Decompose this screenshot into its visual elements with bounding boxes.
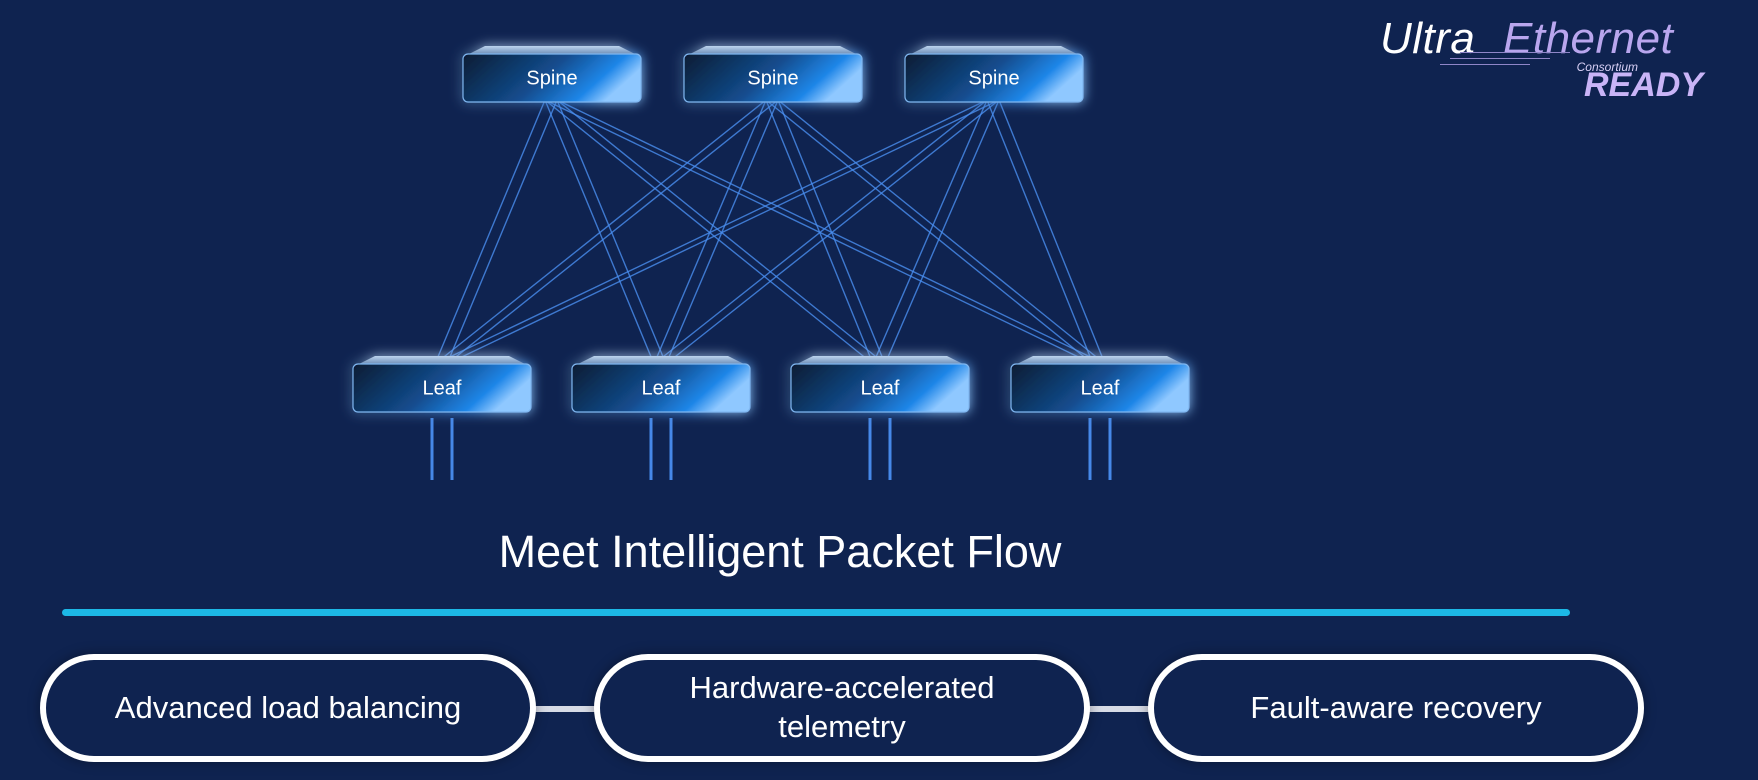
accent-divider (62, 609, 1570, 616)
spine-switch (683, 46, 863, 103)
leaf-switch-label: Leaf (642, 377, 681, 399)
spine-leaf-link (544, 99, 874, 365)
spine-leaf-link (556, 99, 886, 365)
spine-switch (462, 46, 642, 103)
leaf-switch-label: Leaf (1081, 377, 1120, 399)
spine-leaf-link (434, 99, 546, 365)
spine-switch-body (904, 53, 1084, 103)
spine-switch-top (690, 46, 856, 54)
leaf-switch-label: Leaf (861, 377, 900, 399)
logo-streak (1440, 64, 1530, 65)
spine-leaf-link (653, 99, 988, 365)
spine-leaf-link (998, 99, 1106, 365)
leaf-switch (1010, 356, 1190, 413)
headline: Meet Intelligent Packet Flow (498, 526, 1062, 577)
spine-leaf-link (446, 99, 558, 365)
leaf-switch-top (797, 356, 963, 364)
spine-leaf-link (434, 99, 767, 365)
pill-connector (530, 706, 600, 712)
leaf-switch (790, 356, 970, 413)
logo-brand-ethernet: Ethernet (1503, 14, 1674, 63)
ultra-ethernet-logo: Ultra Ethernet Consortium READY (1380, 14, 1730, 114)
feature-pill-fault-recovery: Fault-aware recovery (1148, 654, 1644, 762)
spine-switch-top (469, 46, 635, 54)
spine-switch-label: Spine (526, 67, 577, 89)
spine-leaf-link (446, 99, 1000, 365)
spine-leaf-link (446, 99, 779, 365)
leaf-switch-top (578, 356, 744, 364)
leaf-switch (352, 356, 532, 413)
spine-switch-body (462, 53, 642, 103)
leaf-switch (571, 356, 751, 413)
spine-leaf-link (872, 99, 988, 365)
leaf-switch-body (352, 363, 532, 413)
pill-connector (1084, 706, 1154, 712)
logo-streak (1460, 52, 1570, 53)
spine-leaf-link (884, 99, 1000, 365)
logo-subtitle: Consortium (1576, 60, 1638, 74)
feature-pill-telemetry: Hardware-accelerated telemetry (594, 654, 1090, 762)
spine-switch (904, 46, 1084, 103)
leaf-switch-body (571, 363, 751, 413)
logo-streak (1450, 58, 1550, 59)
spine-switch-body (683, 53, 863, 103)
leaf-switch-body (790, 363, 970, 413)
leaf-switch-body (1010, 363, 1190, 413)
spine-switch-label: Spine (968, 67, 1019, 89)
leaf-switch-top (1017, 356, 1183, 364)
logo-ready-badge: READY (1584, 66, 1704, 104)
spine-switch-label: Spine (747, 67, 798, 89)
leaf-switch-top (359, 356, 525, 364)
spine-leaf-link (986, 99, 1094, 365)
feature-pill-load-balancing: Advanced load balancing (40, 654, 536, 762)
spine-leaf-link (434, 99, 988, 365)
logo-brand-ultra: Ultra (1380, 14, 1476, 63)
spine-leaf-link (665, 99, 1000, 365)
leaf-switch-label: Leaf (423, 377, 462, 399)
spine-switch-top (911, 46, 1077, 54)
